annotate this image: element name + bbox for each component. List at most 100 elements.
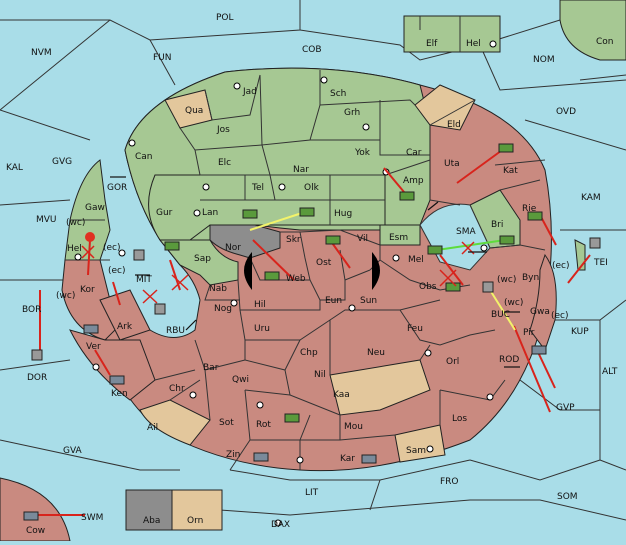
label-tei: TEI [593,258,608,268]
label-grh: Grh [344,108,360,118]
label-skr: Skr [286,235,301,245]
label-gva: GVA [63,446,83,456]
territory-esm[interactable] [379,224,421,246]
label-tel: Tel [251,183,264,193]
label-jad: Jad [242,87,257,97]
label-ken: Ken [111,389,128,399]
label-ver: Ver [86,342,101,352]
territory-tei[interactable] [574,239,586,271]
label-gaw: Gaw [85,203,105,213]
label-gvg: GVG [52,157,72,167]
label-bar: Bar [203,363,219,373]
label-yok: Yok [354,148,371,158]
label-sot: Sot [219,418,234,428]
label-dor: DOR [27,373,47,383]
label-wc2: (wc) [56,291,75,301]
label-sch: Sch [330,89,346,99]
label-jos: Jos [216,125,230,135]
label-orl: Orl [446,357,459,367]
label-ec2: (ec) [108,266,126,276]
label-swm: SWM [81,513,103,523]
order-arrows [30,147,591,516]
label-ec3: (ec) [552,261,570,271]
label-lan: Lan [202,208,218,218]
west-lower-region [69,329,156,401]
territory-kaa[interactable] [329,359,431,416]
label-dax: DAX [271,520,290,530]
territory-borders [65,70,546,471]
label-neu: Neu [367,348,385,358]
label-amp: Amp [403,176,424,186]
label-uta: Uta [444,159,460,169]
label-nvm: NVM [31,48,52,58]
label-qua: Qua [185,106,203,116]
label-nor: Nor [225,243,241,253]
label-wc1: (wc) [66,218,85,228]
territory-sap[interactable] [158,239,239,286]
label-eun: Eun [325,296,342,306]
supply-centers [74,40,497,527]
label-bor: BOR [22,305,41,315]
label-uru: Uru [254,324,270,334]
label-zin: Zin [226,450,240,460]
territory-ark[interactable] [99,289,151,341]
label-pir: Pir [523,328,535,338]
label-chp: Chp [300,348,318,358]
label-kup: KUP [571,327,589,337]
label-con: Con [596,37,614,47]
label-nil: Nil [314,370,326,380]
label-obs: Obs [419,282,437,292]
label-vil: Vil [357,234,368,244]
territory-sam[interactable] [394,424,446,463]
label-kor: Kor [80,285,95,295]
label-elc: Elc [218,158,231,168]
label-can: Can [135,152,153,162]
units [23,143,601,521]
sea-borders [0,0,626,521]
gate-east [372,252,380,290]
label-nab: Nab [209,284,227,294]
label-los: Los [452,414,467,424]
label-mel: Mel [408,255,424,265]
label-web: Web [286,274,306,284]
label-olk: Olk [304,183,320,193]
label-byn: Byn [522,273,539,283]
label-qwi: Qwi [232,375,249,385]
label-aba: Aba [143,516,160,526]
label-gur: Gur [156,208,173,218]
label-fro: FRO [440,477,459,487]
label-rod: ROD [499,355,519,365]
territory-eld[interactable] [414,84,476,131]
island-elf-hel[interactable] [403,15,501,53]
territory-con[interactable] [559,0,626,61]
territory-ail[interactable] [139,399,211,446]
label-ost: Ost [316,258,332,268]
label-sam: Sam [406,446,426,456]
label-chr: Chr [169,384,185,394]
label-rbu: RBU [166,326,185,336]
label-alt: ALT [602,367,618,377]
label-ec1: (ec) [103,243,121,253]
passage-arrows [110,176,520,368]
label-ail: Ail [147,423,158,433]
territory-orn[interactable] [171,489,223,531]
label-orn: Orn [187,516,203,526]
label-pol: POL [216,13,234,23]
label-sap: Sap [194,254,211,264]
label-gor: GOR [107,183,127,193]
label-esm: Esm [389,233,408,243]
label-ovd: OVD [556,107,576,117]
label-nar: Nar [293,165,309,175]
label-hel: Hel [466,39,481,49]
label-gvp: GVP [556,403,575,413]
label-rie: Rie [522,204,537,214]
label-lit: LIT [305,488,319,498]
label-cow: Cow [26,526,45,536]
label-hel2: Hel [67,244,82,254]
label-hug: Hug [334,209,352,219]
label-hil: Hil [254,300,266,310]
label-cob: COB [302,45,322,55]
support-line [249,211,306,231]
